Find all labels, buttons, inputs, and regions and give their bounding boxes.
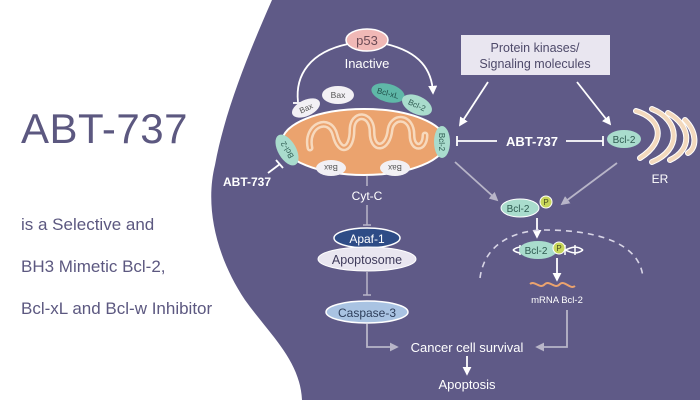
- bax-protein: Bax: [322, 86, 354, 104]
- p53-activate-arrow: [385, 43, 438, 95]
- apoptosome-node: Apoptosome: [317, 246, 417, 272]
- bax-protein: Bax: [380, 160, 410, 176]
- bcl2-protein: Bcl-2: [275, 134, 299, 166]
- mitochondrion: [281, 108, 447, 176]
- subtitle-line-2: BH3 Mimetic Bcl-2,: [21, 257, 166, 276]
- phosphate-icon: [552, 241, 566, 255]
- abt737-left-inhibit: [267, 163, 281, 174]
- mrna-label: mRNA Bcl-2: [531, 295, 583, 306]
- svg-text:Caspase-3: Caspase-3: [338, 306, 396, 320]
- caspase3-node: Caspase-3: [325, 300, 409, 324]
- er-to-pbcl2-arrow: [560, 162, 618, 206]
- inactive-label: Inactive: [345, 56, 390, 71]
- svg-text:P: P: [556, 244, 561, 253]
- dna-bound-bcl2: Bcl-2 P: [519, 241, 566, 259]
- svg-text:Bcl-2: Bcl-2: [507, 204, 530, 215]
- kinases-box: Protein kinases/ Signaling molecules: [461, 35, 610, 75]
- svg-text:Bax: Bax: [331, 90, 346, 100]
- endoplasmic-reticulum: [633, 106, 698, 165]
- abt737-left-label: ABT-737: [223, 175, 271, 189]
- caspase-to-survival-arrow: [366, 324, 399, 352]
- phospho-bcl2: Bcl-2 P: [500, 195, 553, 218]
- p53-node: p53: [345, 28, 389, 52]
- svg-text:Bcl-2: Bcl-2: [525, 246, 548, 257]
- page-title: ABT-737: [21, 105, 188, 152]
- svg-text:Apoptosome: Apoptosome: [332, 253, 402, 267]
- bcl2-protein: Bcl-2: [434, 126, 450, 158]
- svg-text:Bcl-2: Bcl-2: [613, 135, 636, 146]
- abt737-center-label: ABT-737: [506, 134, 558, 149]
- p53-label: p53: [356, 33, 378, 48]
- apaf1-node: Apaf-1: [333, 227, 401, 249]
- svg-text:Bcl-2: Bcl-2: [437, 133, 446, 152]
- bax-protein: Bax: [316, 160, 346, 176]
- inhibit-bar: [275, 159, 284, 169]
- er-bcl2-protein: Bcl-2: [607, 130, 641, 148]
- svg-text:Bax: Bax: [324, 163, 338, 172]
- kinases-line-2: Signaling molecules: [479, 57, 590, 71]
- cytc-label: Cyt-C: [352, 189, 383, 203]
- mrna-strand: [529, 282, 576, 288]
- kinase-to-mito-arrow: [459, 81, 489, 127]
- svg-text:P: P: [543, 198, 548, 207]
- svg-text:Bax: Bax: [388, 163, 402, 172]
- heading-block: ABT-737 is a Selective and BH3 Mimetic B…: [0, 0, 270, 400]
- p53-inhibit-arrow: [296, 43, 349, 103]
- kinase-to-er-arrow: [576, 81, 612, 126]
- subtitle-line-1: is a Selective and: [21, 215, 155, 234]
- kinases-line-1: Protein kinases/: [491, 41, 580, 55]
- er-label: ER: [652, 172, 669, 186]
- bax-protein: Bax: [291, 98, 321, 118]
- phosphate-icon: [539, 195, 553, 209]
- mito-to-pbcl2-arrow: [454, 161, 499, 202]
- bcl2-protein: Bcl-2: [402, 94, 432, 116]
- bcl-xl-protein: Bcl-xL: [371, 83, 405, 103]
- apoptosis-label: Apoptosis: [438, 377, 496, 392]
- svg-text:Apaf-1: Apaf-1: [349, 232, 385, 246]
- survival-label: Cancer cell survival: [411, 340, 524, 355]
- subtitle-line-3: Bcl-xL and Bcl-w Inhibitor: [21, 299, 213, 318]
- mrna-to-survival-arrow: [535, 310, 568, 352]
- nucleus-membrane: [479, 229, 644, 279]
